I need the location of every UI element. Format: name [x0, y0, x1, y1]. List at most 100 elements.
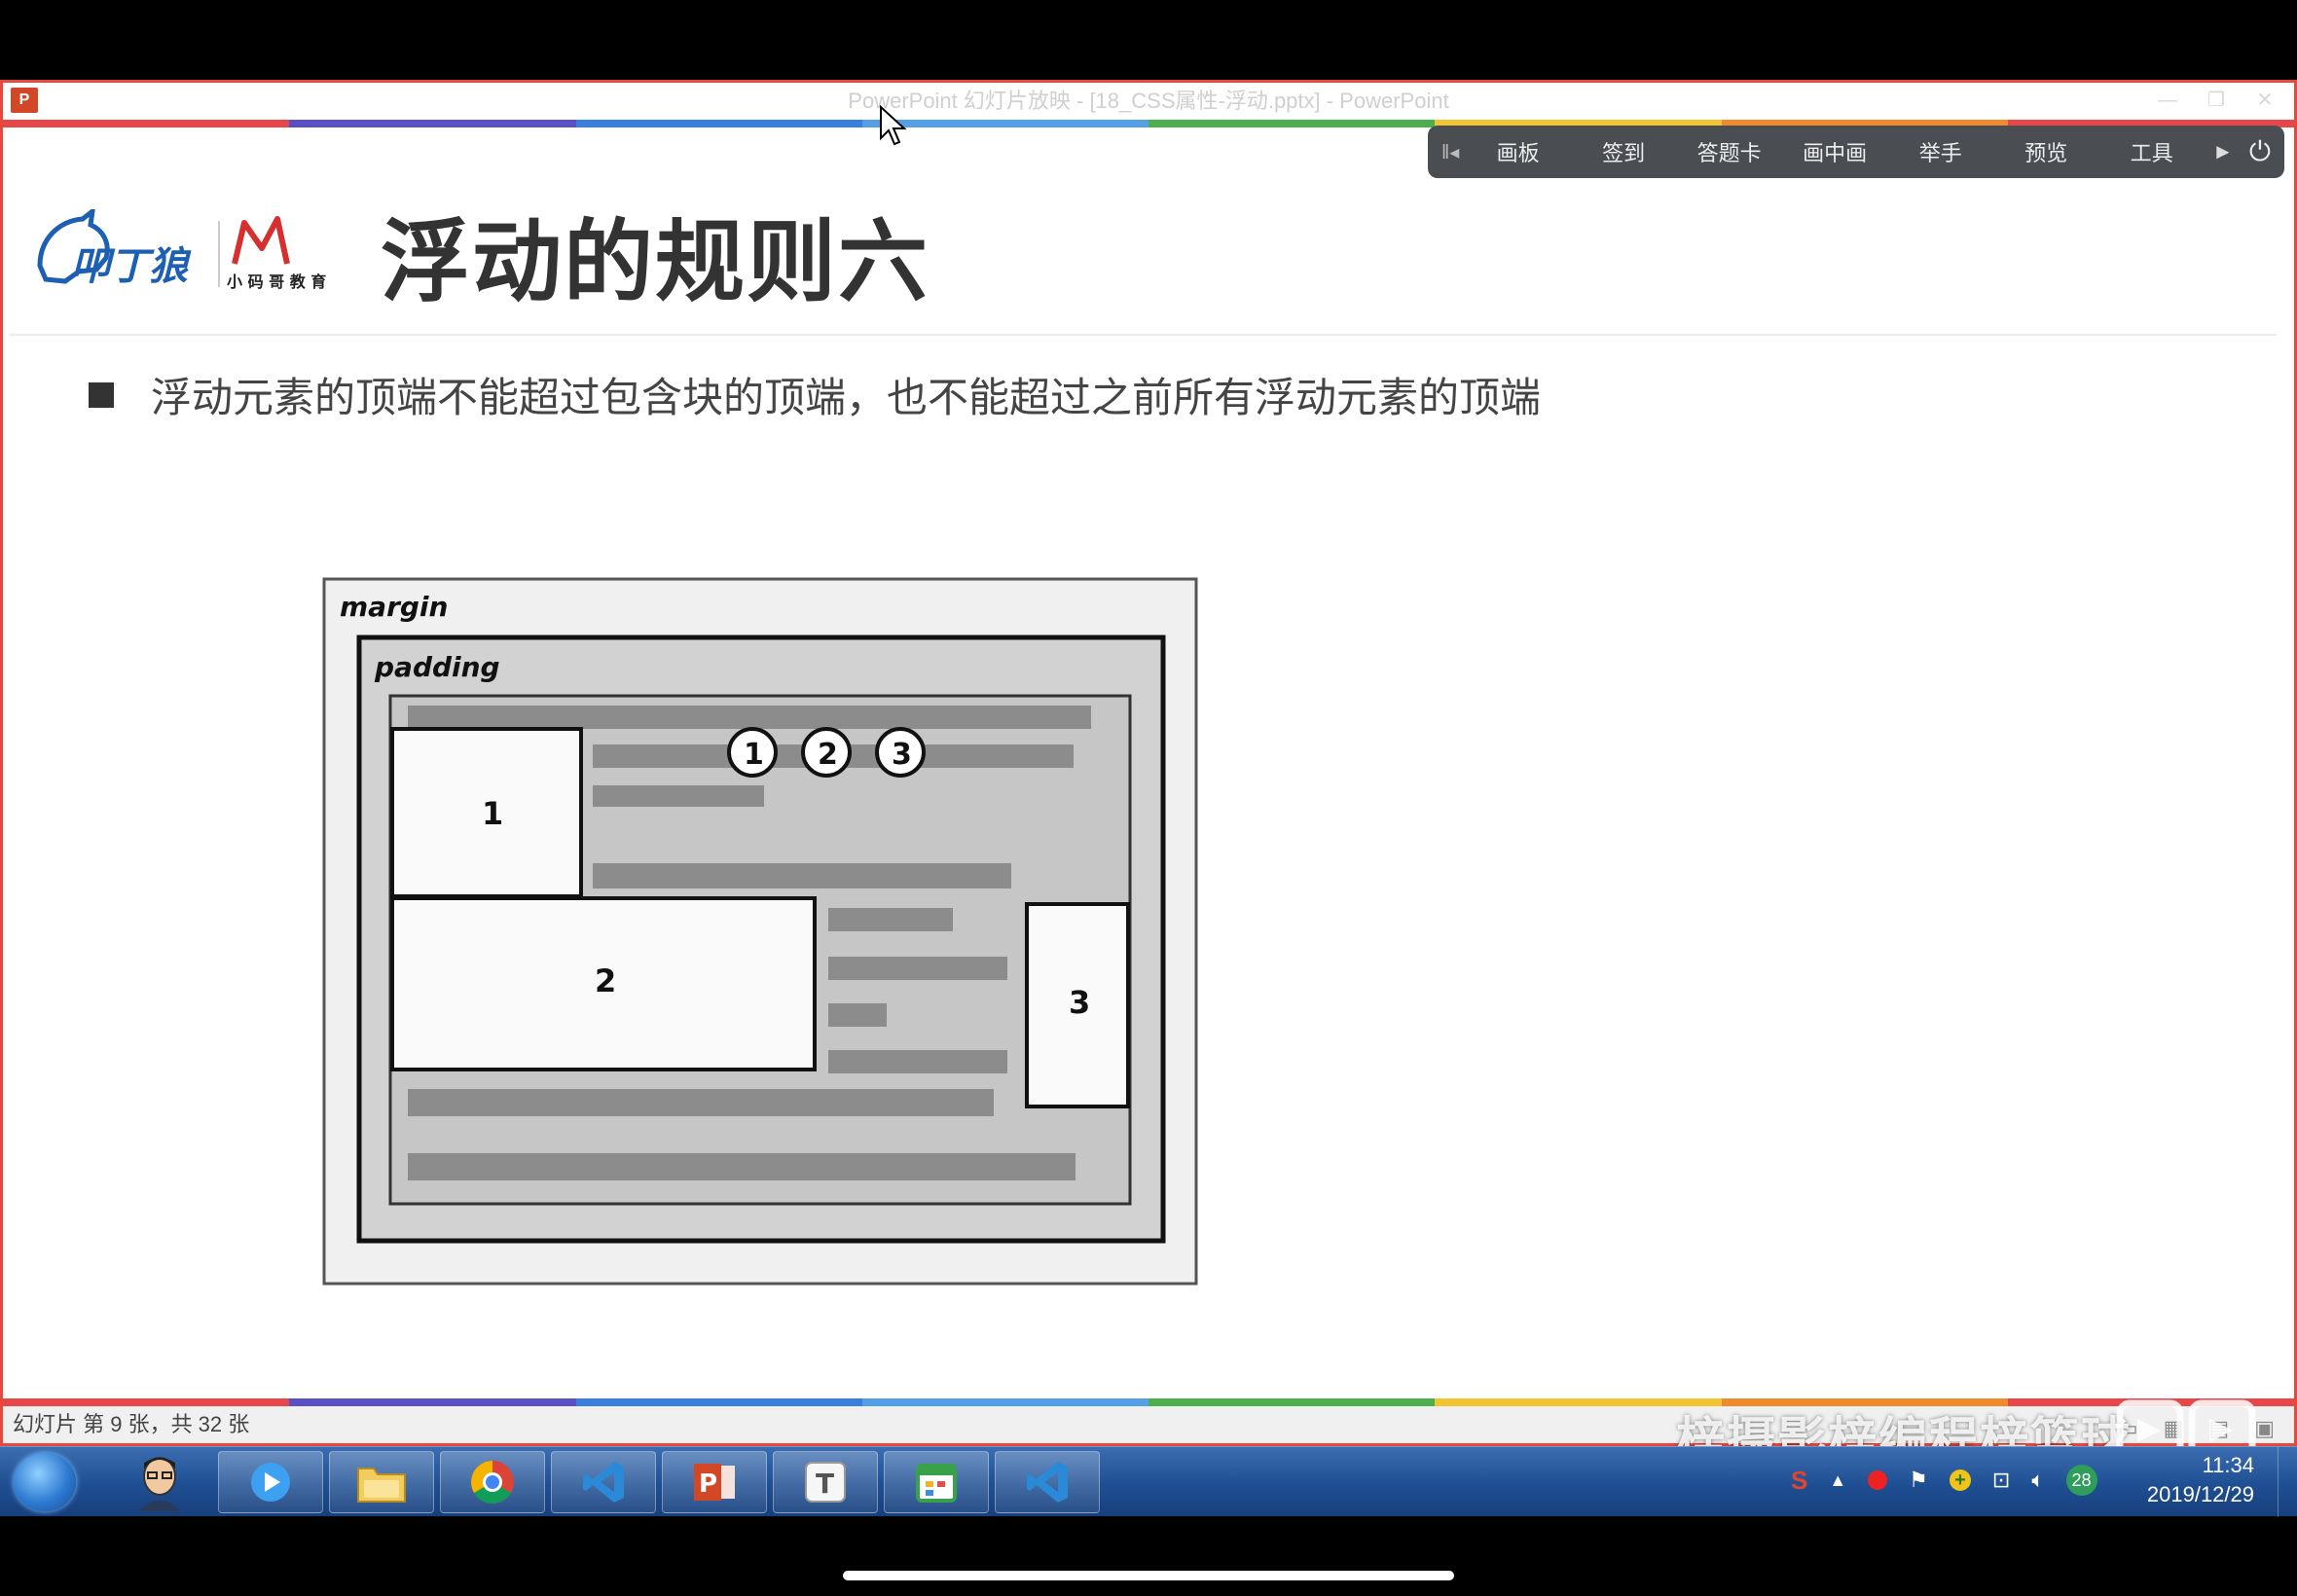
toolbar-checkin-button[interactable]: 签到	[1602, 141, 1646, 165]
powerpoint-app-icon[interactable]: P	[11, 88, 38, 113]
color-segment	[3, 1398, 290, 1406]
clock-time[interactable]: 11:34	[2202, 1453, 2254, 1477]
title-divider	[9, 334, 2277, 336]
vscode-icon	[583, 1462, 624, 1503]
home-indicator	[843, 1571, 1454, 1580]
show-hidden-icons-icon[interactable]: ▲	[1829, 1469, 1847, 1490]
circle-marker-1-label: 1	[744, 738, 764, 772]
float-box-1-label: 1	[482, 795, 503, 832]
color-segment	[2007, 120, 2294, 127]
color-segment	[1435, 1398, 1722, 1406]
text-line	[593, 785, 764, 807]
taskbar-powerpoint[interactable]: P	[662, 1451, 767, 1513]
padding-label: padding	[374, 651, 500, 683]
start-button[interactable]	[14, 1453, 76, 1511]
wolf-logo-icon	[37, 209, 110, 284]
color-segment	[1148, 1398, 1436, 1406]
svg-text:小 码 哥 教 育: 小 码 哥 教 育	[227, 272, 326, 291]
expand-right-icon[interactable]: ►	[2212, 139, 2234, 163]
taskbar-calendar-app[interactable]	[884, 1451, 989, 1513]
bullet-point: 浮动元素的顶端不能超过包含块的顶端，也不能超过之前所有浮动元素的顶端	[89, 365, 1541, 424]
folder-icon	[357, 1468, 406, 1503]
toolbar-raise-hand-button[interactable]: 举手	[1918, 141, 1962, 165]
record-icon[interactable]	[1868, 1470, 1888, 1490]
circle-marker-3-label: 3	[892, 738, 912, 772]
svg-text:叩丁狼: 叩丁狼	[71, 244, 192, 289]
float-box-3-label: 3	[1069, 984, 1090, 1021]
float-box-2-label: 2	[595, 962, 616, 999]
window-title: PowerPoint 幻灯片放映 - [18_CSS属性-浮动.pptx] - …	[848, 89, 1449, 113]
power-icon[interactable]: ⏻	[2248, 135, 2271, 166]
clock-date[interactable]: 2019/12/29	[2146, 1482, 2254, 1506]
slide-counter: 幻灯片 第 9 张，共 32 张	[13, 1412, 250, 1436]
taskbar-typora[interactable]: T	[773, 1451, 878, 1513]
bullet-text: 浮动元素的顶端不能超过包含块的顶端，也不能超过之前所有浮动元素的顶端	[151, 375, 1542, 420]
float-diagram: margin padding 1 2 3 1 2 3	[322, 577, 1198, 1286]
system-tray: S ▲ ⚑ + ⊡ 🔈︎ 28 11:34 2019/12/29	[1752, 1447, 2297, 1517]
title-bar: P PowerPoint 幻灯片放映 - [18_CSS属性-浮动.pptx] …	[3, 83, 2294, 120]
collapse-left-icon[interactable]: ‖◂	[1441, 141, 1460, 163]
volume-icon[interactable]: 🔈︎	[2031, 1468, 2045, 1492]
calendar-icon	[916, 1464, 957, 1503]
show-desktop-button[interactable]	[2278, 1447, 2297, 1517]
text-line	[408, 1089, 994, 1116]
color-segment	[575, 120, 862, 127]
margin-label: margin	[340, 591, 448, 623]
network-badge[interactable]: 28	[2065, 1465, 2097, 1496]
typora-icon: T	[805, 1462, 846, 1503]
text-line	[408, 1153, 1076, 1180]
toolbar-preview-button[interactable]: 预览	[2024, 141, 2068, 165]
user-avatar-icon	[138, 1457, 181, 1511]
circle-marker-3	[875, 727, 926, 778]
action-center-flag-icon[interactable]: ⚑	[1909, 1468, 1928, 1492]
toolbar-answer-card-button[interactable]: 答题卡	[1696, 141, 1762, 165]
color-segment	[1435, 120, 1722, 127]
svg-text:T: T	[816, 1468, 834, 1500]
taskbar: P T S ▲ ⚑ + ⊡ 🔈︎ 28	[0, 1446, 2297, 1517]
slideshow-view-icon[interactable]: ▣	[2254, 1416, 2275, 1440]
restore-button[interactable]: ❐	[2207, 90, 2225, 111]
media-player-icon	[251, 1463, 290, 1502]
company-logo: 叩丁狼 小 码 哥 教 育	[37, 209, 326, 291]
taskbar-vscode[interactable]	[551, 1451, 656, 1513]
vscode-icon	[1027, 1462, 1068, 1503]
circle-marker-2	[801, 727, 852, 778]
color-segment	[861, 1398, 1148, 1406]
network-icon[interactable]: ⊡	[1991, 1468, 2011, 1492]
tray-icons: S ▲ ⚑ + ⊡ 🔈︎ 28	[1791, 1465, 2097, 1496]
powerpoint-icon: P	[694, 1464, 735, 1501]
taskbar-user-avatar[interactable]	[107, 1451, 212, 1513]
mouse-cursor-icon	[880, 105, 907, 146]
toolbar-tools-button[interactable]: 工具	[2130, 141, 2173, 165]
powerpoint-window: P PowerPoint 幻灯片放映 - [18_CSS属性-浮动.pptx] …	[0, 80, 2297, 1446]
slide-title: 浮动的规则六	[381, 213, 930, 312]
color-segment	[861, 120, 1148, 127]
bullet-square-icon	[89, 381, 114, 408]
taskbar-media-player[interactable]	[218, 1451, 323, 1513]
classroom-toolbar: ‖◂ 画板 签到 答题卡 画中画 举手 预览 工具 ► ⏻	[1428, 126, 2284, 178]
taskbar-chrome[interactable]	[440, 1451, 545, 1513]
svg-text:P: P	[699, 1469, 717, 1499]
toolbar-board-button[interactable]: 画板	[1496, 141, 1540, 165]
text-line	[828, 1003, 887, 1027]
close-button[interactable]: ✕	[2256, 90, 2274, 111]
sogou-ime-icon[interactable]: S	[1791, 1465, 1808, 1495]
toolbar-pip-button[interactable]: 画中画	[1803, 141, 1868, 165]
text-line	[408, 706, 1091, 729]
float-box-3	[1025, 902, 1130, 1108]
text-line	[828, 1050, 1007, 1073]
color-segment	[575, 1398, 862, 1406]
float-box-2	[390, 896, 817, 1071]
circle-marker-2-label: 2	[818, 738, 838, 772]
taskbar-vscode-2[interactable]	[995, 1451, 1100, 1513]
status-bar: 幻灯片 第 9 张，共 32 张 ▭ ▦ ▤ ▣	[3, 1406, 2294, 1443]
minimize-button[interactable]: —	[2158, 90, 2177, 111]
color-segment	[1721, 1398, 2008, 1406]
chrome-icon	[471, 1461, 514, 1504]
text-line	[828, 957, 1007, 980]
color-segment	[1721, 120, 2008, 127]
color-segment	[1148, 120, 1436, 127]
taskbar-file-explorer[interactable]	[329, 1451, 434, 1513]
add-icon[interactable]: +	[1949, 1469, 1971, 1491]
text-line	[593, 863, 1011, 889]
